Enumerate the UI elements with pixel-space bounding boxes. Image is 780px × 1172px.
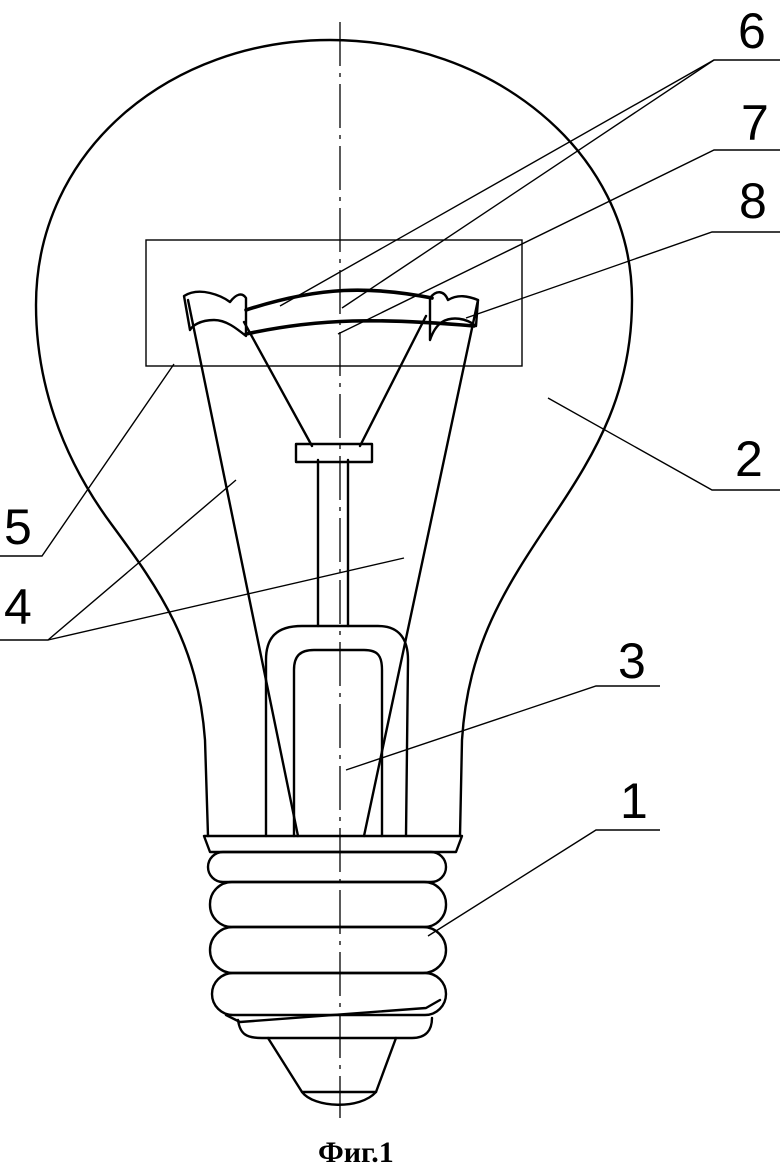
- contact-insulator: [266, 1036, 398, 1094]
- callout-6: 6: [738, 3, 766, 59]
- leader-6b: [341, 59, 715, 309]
- filament-right-end: [428, 291, 480, 342]
- thread-turn-2: [208, 880, 448, 929]
- callout-7: 7: [741, 95, 769, 151]
- stem-flare-inner: [292, 648, 384, 838]
- support-wire-left: [242, 320, 314, 448]
- screw-base: [206, 850, 448, 1106]
- support-wire-right: [358, 314, 428, 448]
- stem-button: [294, 442, 374, 464]
- figure-caption: Фиг.1: [318, 1136, 394, 1169]
- callout-5: 5: [4, 499, 32, 555]
- leader-lines: [0, 59, 780, 937]
- leader-7: [337, 149, 780, 335]
- leader-3: [345, 685, 660, 771]
- leader-5: [0, 363, 175, 557]
- base-bottom-ring: [236, 1016, 434, 1040]
- callout-8: 8: [739, 173, 767, 229]
- filament-upper-edge: [244, 288, 434, 312]
- callout-3: 3: [618, 633, 646, 689]
- thread-turn-3: [208, 925, 448, 975]
- filament-zone-frame: [145, 239, 523, 367]
- leader-1: [427, 829, 660, 937]
- thread-turn-1: [206, 850, 448, 884]
- callout-4: 4: [4, 579, 32, 635]
- base-collar: [202, 834, 464, 854]
- leader-4b: [47, 557, 405, 641]
- support-wires: [242, 314, 428, 448]
- leader-8: [465, 231, 780, 319]
- leader-2: [547, 397, 780, 491]
- filament-body: [182, 288, 480, 342]
- callout-1: 1: [620, 773, 648, 829]
- glass-bulb-outline: [34, 38, 634, 838]
- glass-stem: [264, 442, 410, 838]
- lead-wire-left: [186, 298, 300, 838]
- thread-end: [224, 998, 442, 1024]
- stem-flare-outer: [264, 624, 410, 838]
- callout-2: 2: [735, 431, 763, 487]
- leader-4a: [0, 479, 237, 641]
- filament-left-end: [182, 290, 248, 338]
- center-contact: [300, 1090, 378, 1106]
- lead-wire-right: [362, 298, 480, 838]
- lead-in-wires: [186, 298, 480, 838]
